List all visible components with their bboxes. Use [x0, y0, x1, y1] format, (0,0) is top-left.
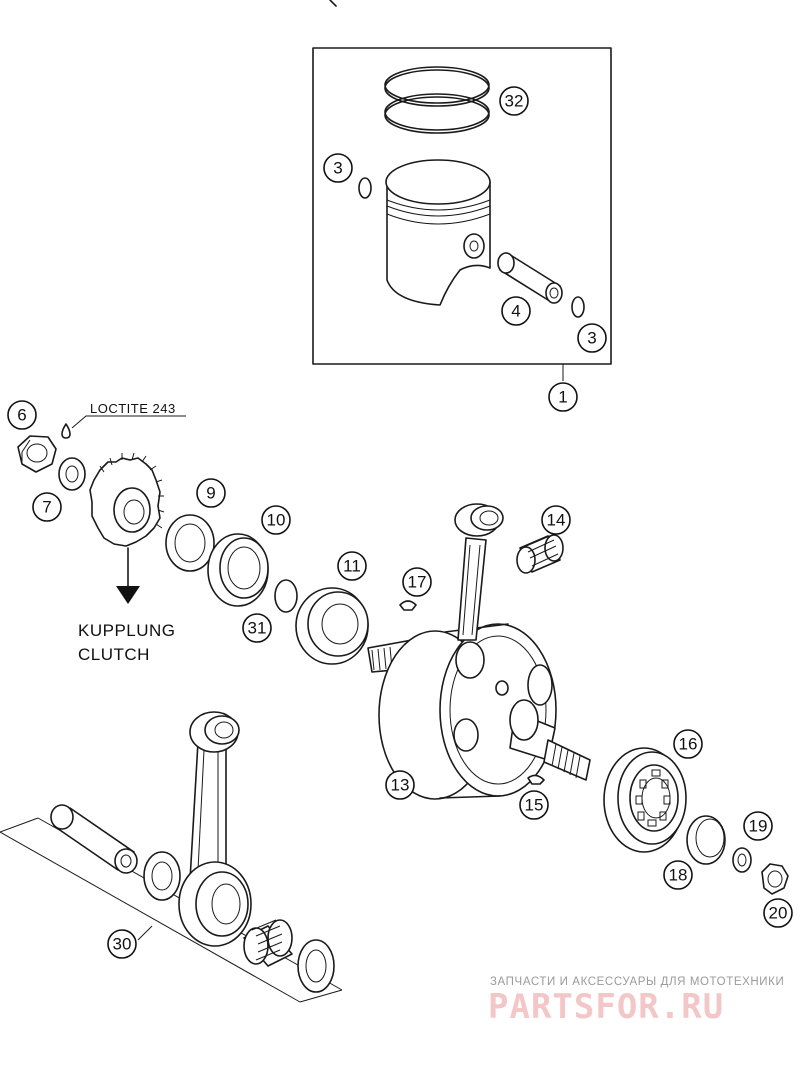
callout-10: 10: [261, 505, 291, 535]
piston-kit-frame: [312, 47, 612, 365]
callout-13: 13: [385, 770, 415, 800]
callout-6: 6: [7, 400, 37, 430]
crankshaft: [367, 623, 591, 800]
callout-6-number: 6: [17, 406, 26, 425]
loctite-label: LOCTITE 243: [90, 401, 176, 416]
callout-1: 1: [548, 382, 578, 412]
shaft-seal-10: [207, 533, 269, 607]
callout-16-number: 16: [679, 735, 698, 754]
callout-9: 9: [196, 478, 226, 508]
callout-32: 32: [499, 86, 529, 116]
callout-3b: 3: [577, 323, 607, 353]
callout-17-number: 17: [408, 573, 427, 592]
callout-11: 11: [337, 551, 367, 581]
callout-1-number: 1: [558, 388, 567, 407]
nut-20: [761, 863, 789, 895]
shaft-seal-18: [686, 815, 726, 865]
callout-14: 14: [541, 505, 571, 535]
watermark: ЗАПЧАСТИ И АКСЕССУАРЫ ДЛЯ МОТОТЕХНИКИ PA…: [488, 976, 784, 1027]
callout-3b-number: 3: [587, 329, 596, 348]
piston: [385, 159, 491, 306]
wrist-pin: [497, 252, 563, 304]
spacer-9: [165, 514, 215, 572]
callout-4-number: 4: [511, 302, 520, 321]
callout-18-number: 18: [669, 866, 688, 885]
main-bearing-11: [295, 587, 369, 665]
washer-19: [732, 847, 752, 873]
kupplung-label: KUPPLUNG: [78, 621, 176, 640]
circlip-right: [571, 296, 585, 318]
woodruff-key-17: [399, 600, 417, 611]
piston-kit-group: [312, 47, 612, 365]
nut: [17, 435, 57, 473]
callout-7-number: 7: [42, 498, 51, 517]
primary-gear: [89, 452, 165, 547]
callout-4: 4: [501, 296, 531, 326]
callout-16: 16: [673, 729, 703, 759]
callout-15: 15: [519, 790, 549, 820]
callout-3a: 3: [323, 153, 353, 183]
callout-10-number: 10: [267, 511, 286, 530]
clutch-label: CLUTCH: [78, 645, 150, 664]
piston-rings: [384, 66, 490, 134]
watermark-tagline: ЗАПЧАСТИ И АКСЕССУАРЫ ДЛЯ МОТОТЕХНИКИ: [490, 976, 784, 988]
callout-18: 18: [663, 860, 693, 890]
woodruff-key-15: [527, 774, 545, 785]
callout-19: 19: [743, 811, 773, 841]
callout-15-number: 15: [525, 796, 544, 815]
callout-11-number: 11: [343, 557, 361, 576]
loctite-leader: [71, 415, 186, 429]
callout-9-number: 9: [206, 484, 215, 503]
callout-3a-number: 3: [333, 159, 342, 178]
washer-7: [58, 457, 86, 491]
title-fragment: [329, 0, 337, 7]
leader-30: [137, 925, 153, 941]
circlip-left: [358, 177, 372, 199]
callout-32-number: 32: [505, 92, 524, 111]
callout-20-number: 20: [769, 904, 788, 923]
conrod-kit: [0, 711, 343, 1003]
callout-17: 17: [402, 567, 432, 597]
connecting-rod: [454, 503, 504, 641]
callout-7: 7: [32, 492, 62, 522]
callout-20: 20: [763, 898, 793, 928]
callout-19-number: 19: [749, 817, 768, 836]
callout-14-number: 14: [547, 511, 566, 530]
o-ring-31: [274, 579, 298, 613]
loctite-drop: [61, 423, 71, 439]
needle-bearing-14: [516, 534, 564, 574]
watermark-logo: PARTSFOR.RU: [488, 987, 724, 1027]
callout-30-number: 30: [113, 935, 132, 954]
callout-31: 31: [242, 613, 272, 643]
clutch-direction-arrow: [116, 547, 140, 604]
callout-31-number: 31: [248, 619, 267, 638]
main-bearing-16: [603, 747, 687, 853]
callout-13-number: 13: [391, 776, 410, 795]
callout-30: 30: [107, 929, 137, 959]
